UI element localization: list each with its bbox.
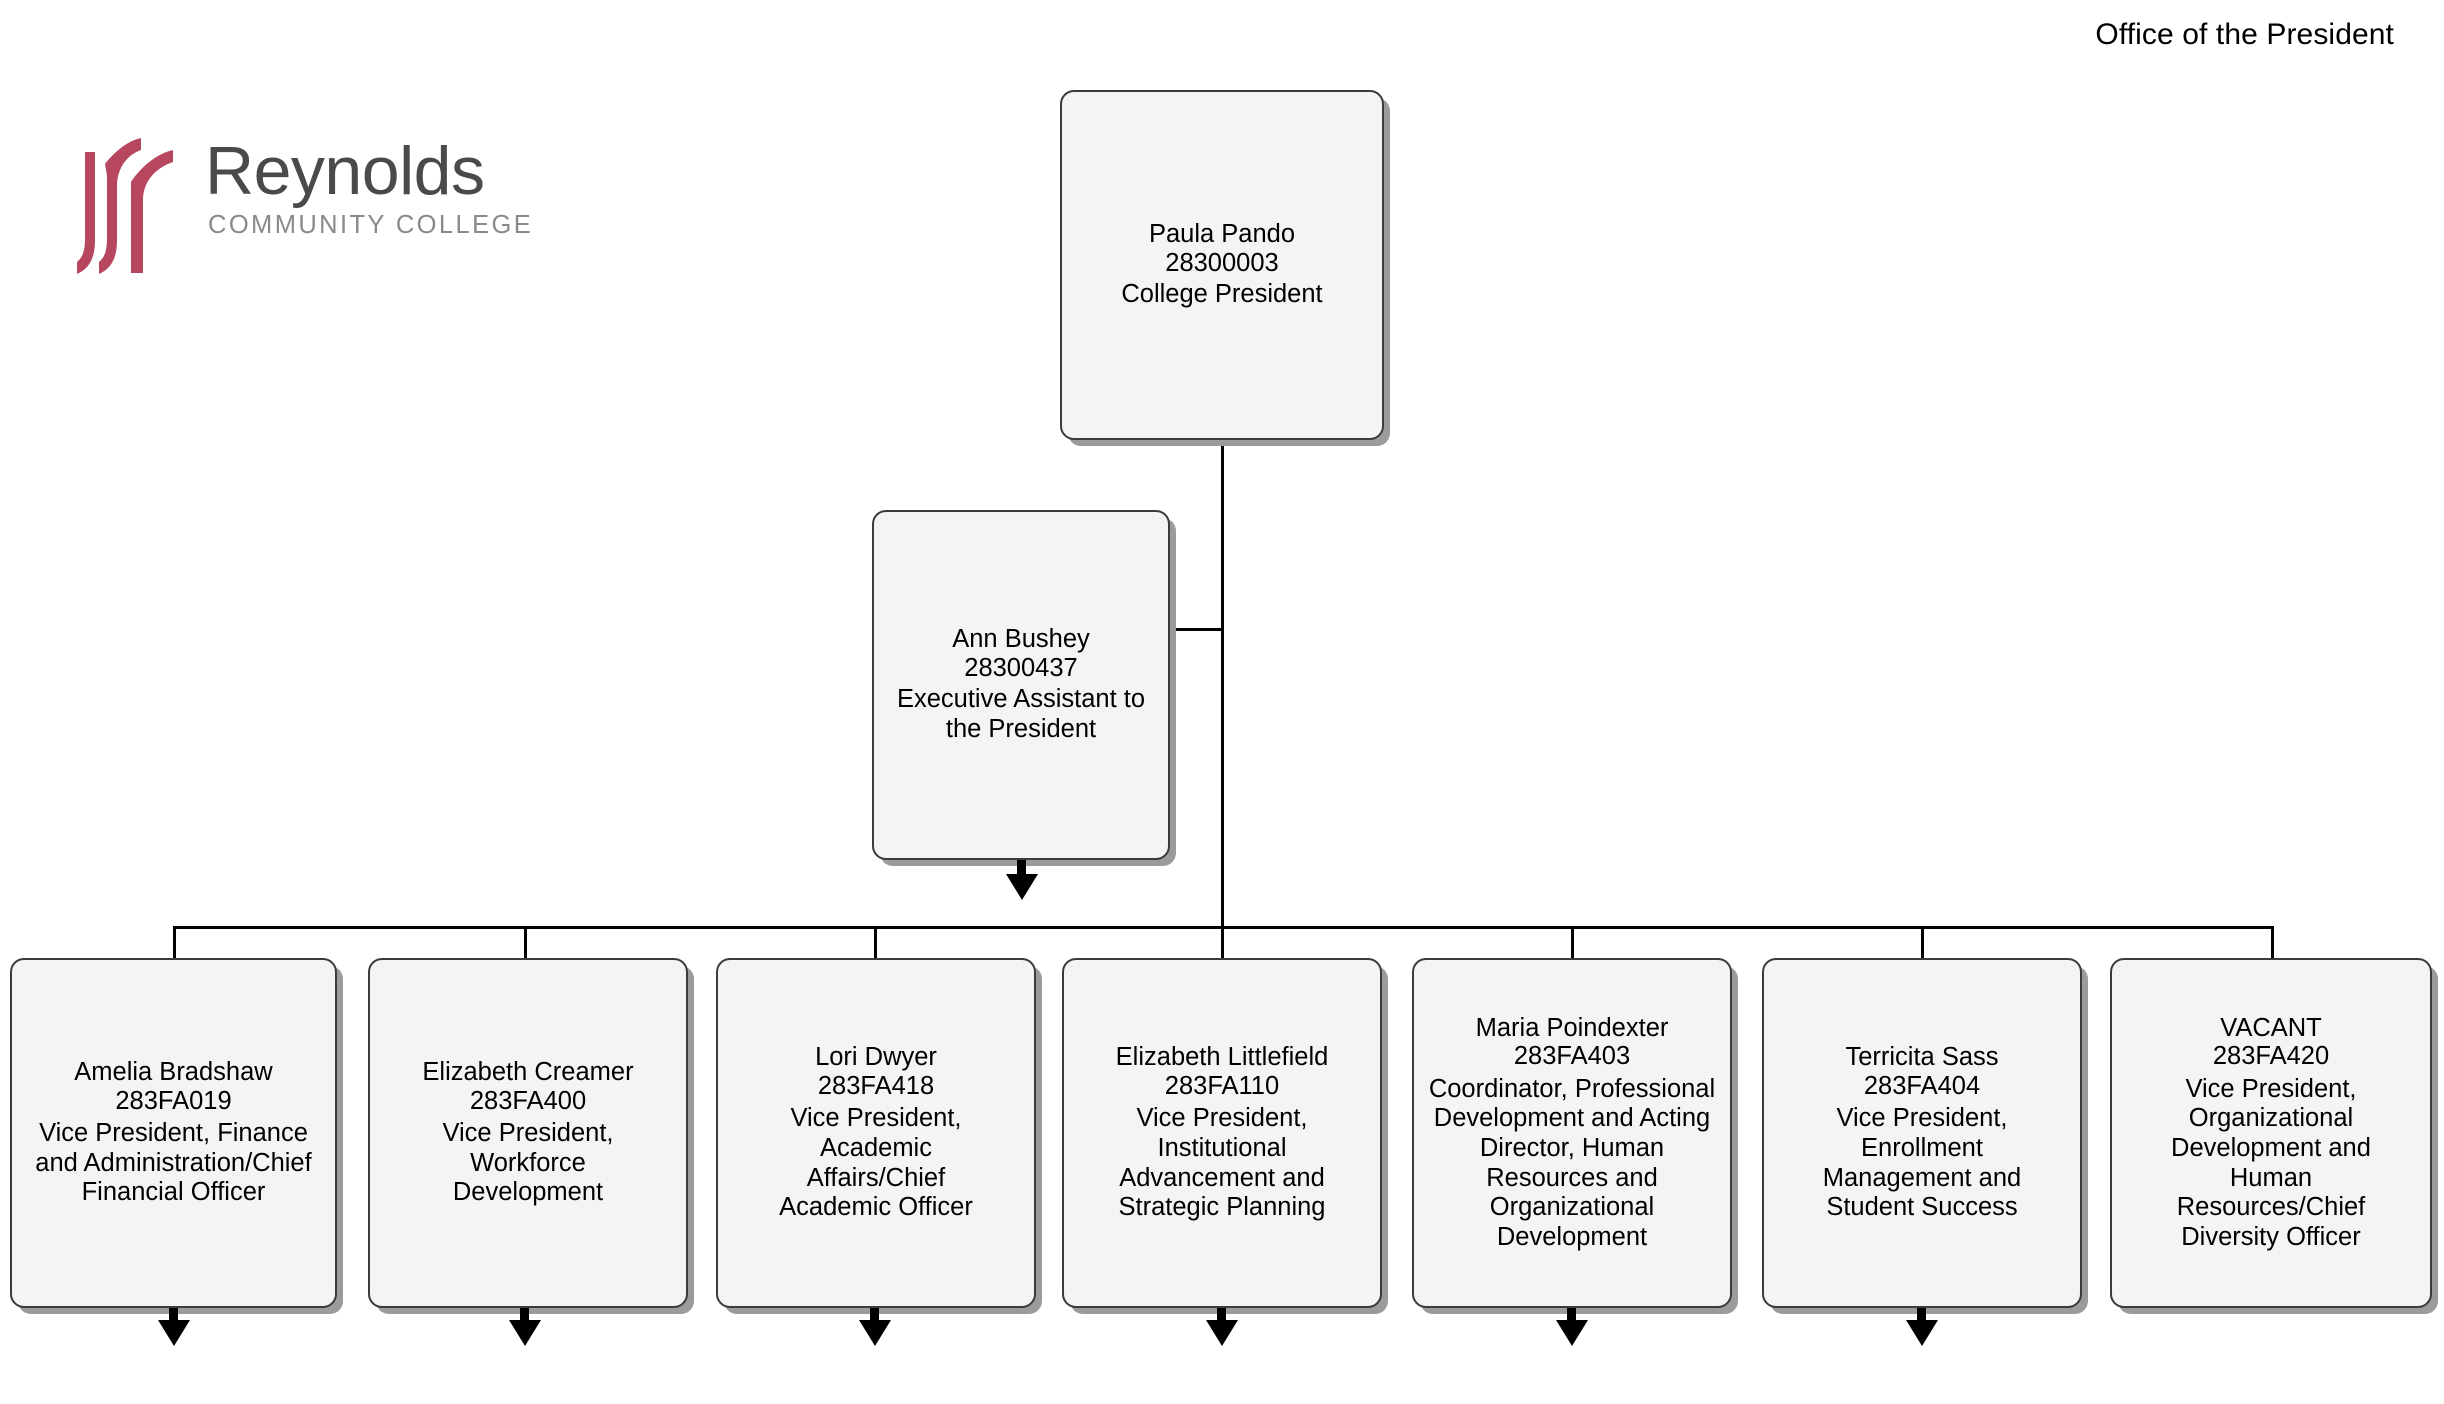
- node-direct-report-7[interactable]: VACANT 283FA420 Vice President, Organiza…: [2110, 958, 2432, 1308]
- node-id: 283FA019: [115, 1086, 232, 1115]
- node-id: 283FA403: [1513, 1042, 1631, 1071]
- node-direct-report-2[interactable]: Elizabeth Creamer 283FA400 Vice Presiden…: [368, 958, 688, 1308]
- node-title: Coordinator, Professional Development an…: [1428, 1074, 1716, 1251]
- node-name: Lori Dwyer: [815, 1043, 937, 1072]
- node-name: Amelia Bradshaw: [74, 1058, 273, 1087]
- connector-drop-1: [173, 926, 176, 958]
- node-name: Maria Poindexter: [1475, 1013, 1669, 1042]
- connector-drop-4: [1221, 926, 1224, 958]
- node-name: Terricita Sass: [1845, 1043, 1999, 1072]
- node-title: Vice President, Enrollment Management an…: [1822, 1104, 2022, 1222]
- connector-drop-6: [1921, 926, 1924, 958]
- logo-mark-icon: [77, 138, 173, 274]
- node-direct-report-6[interactable]: Terricita Sass 283FA404 Vice President, …: [1762, 958, 2082, 1308]
- node-id: 283FA418: [817, 1071, 935, 1100]
- node-name: Paula Pando: [1148, 220, 1296, 249]
- node-direct-report-1[interactable]: Amelia Bradshaw 283FA019 Vice President,…: [10, 958, 337, 1308]
- connector-president-vertical: [1221, 440, 1224, 928]
- node-title: Vice President, Finance and Administrati…: [35, 1119, 312, 1207]
- node-direct-report-5[interactable]: Maria Poindexter 283FA403 Coordinator, P…: [1412, 958, 1732, 1308]
- connector-assistant-stub: [1171, 628, 1223, 631]
- node-title: Vice President, Academic Affairs/Chief A…: [779, 1104, 973, 1222]
- node-direct-report-3[interactable]: Lori Dwyer 283FA418 Vice President, Acad…: [716, 958, 1036, 1308]
- node-id: 283FA110: [1164, 1071, 1280, 1100]
- node-direct-report-4[interactable]: Elizabeth Littlefield 283FA110 Vice Pres…: [1062, 958, 1382, 1308]
- reynolds-community-college-logo: Reynolds COMMUNITY COLLEGE: [75, 136, 533, 281]
- logo-subtitle: COMMUNITY COLLEGE: [208, 210, 534, 239]
- node-title: Executive Assistant to the President: [896, 685, 1146, 744]
- node-name: Elizabeth Littlefield: [1115, 1043, 1329, 1072]
- connector-drop-3: [874, 926, 877, 958]
- node-president[interactable]: Paula Pando 28300003 College President: [1060, 90, 1384, 440]
- node-id: 28300437: [964, 653, 1078, 682]
- logo-name: Reynolds: [205, 133, 485, 209]
- connector-drop-7: [2271, 926, 2274, 958]
- node-name: Ann Bushey: [952, 625, 1090, 654]
- node-id: 283FA420: [2212, 1042, 2330, 1071]
- connector-drop-5: [1571, 926, 1574, 958]
- node-name: VACANT: [2220, 1013, 2322, 1042]
- node-id: 283FA400: [469, 1086, 587, 1115]
- node-id: 28300003: [1165, 248, 1279, 277]
- node-id: 283FA404: [1863, 1071, 1981, 1100]
- node-title: College President: [1121, 280, 1323, 309]
- node-title: Vice President, Organizational Developme…: [2171, 1074, 2371, 1251]
- page-title: Office of the President: [2095, 18, 2394, 51]
- connector-drop-2: [524, 926, 527, 958]
- node-name: Elizabeth Creamer: [422, 1058, 634, 1087]
- node-executive-assistant[interactable]: Ann Bushey 28300437 Executive Assistant …: [872, 510, 1170, 860]
- node-title: Vice President, Workforce Development: [442, 1119, 614, 1207]
- node-title: Vice President, Institutional Advancemen…: [1118, 1104, 1326, 1222]
